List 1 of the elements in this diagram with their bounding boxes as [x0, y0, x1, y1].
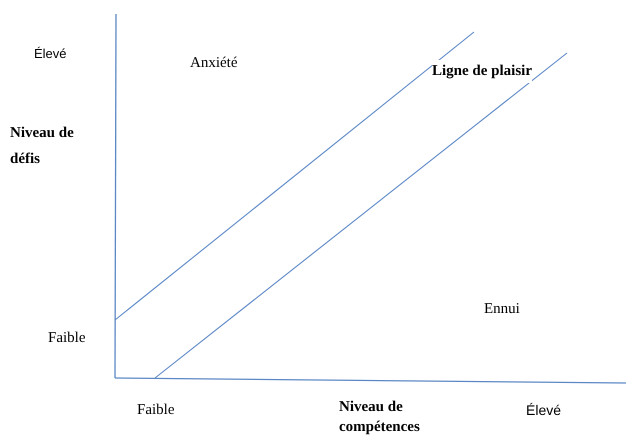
- line-label: Ligne de plaisir: [432, 60, 532, 82]
